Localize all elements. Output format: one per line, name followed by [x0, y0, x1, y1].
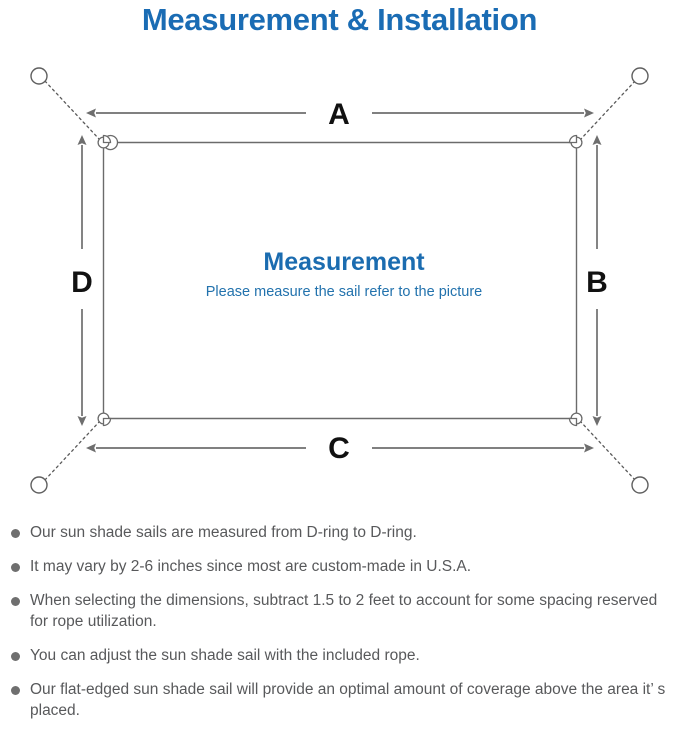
dimension-label-c: C: [328, 432, 350, 465]
note-text: Our flat-edged sun shade sail will provi…: [30, 681, 666, 719]
bullet-icon: [11, 652, 20, 661]
note-text: It may vary by 2-6 inches since most are…: [30, 558, 472, 575]
dimension-label-a: A: [328, 98, 350, 131]
note-text: Our sun shade sails are measured from D-…: [30, 524, 417, 541]
note-item: When selecting the dimensions, subtract …: [0, 590, 679, 632]
notes-list: Our sun shade sails are measured from D-…: [0, 522, 679, 734]
note-text: You can adjust the sun shade sail with t…: [30, 647, 420, 664]
dimension-label-b: B: [586, 266, 608, 299]
sail-body: [102, 141, 578, 420]
anchor-top-left: [30, 67, 48, 85]
rope-line-bottom-left: [43, 420, 101, 482]
note-text: When selecting the dimensions, subtract …: [30, 592, 658, 630]
note-item: You can adjust the sun shade sail with t…: [0, 645, 679, 666]
d-ring-lug-top-left: [102, 134, 112, 144]
d-ring-lug-top-right: [568, 134, 578, 144]
measurement-diagram: A C D B Measurement Please measure the s…: [30, 67, 649, 494]
rope-line-top-right: [579, 79, 637, 141]
note-item: Our flat-edged sun shade sail will provi…: [0, 679, 679, 721]
page-title: Measurement & Installation: [141, 2, 538, 37]
dimension-label-d: D: [71, 266, 93, 299]
anchor-bottom-left: [30, 476, 48, 494]
note-item: It may vary by 2-6 inches since most are…: [0, 556, 679, 577]
bullet-icon: [11, 597, 20, 606]
d-ring-lug-bottom-right: [568, 417, 578, 427]
rope-line-bottom-right: [579, 420, 637, 482]
anchor-top-right: [631, 67, 649, 85]
rope-line-top-left: [43, 79, 101, 141]
bullet-icon: [11, 563, 20, 572]
bullet-icon: [11, 686, 20, 695]
measurement-heading: Measurement: [263, 248, 425, 276]
anchor-bottom-right: [631, 476, 649, 494]
measurement-subtext: Please measure the sail refer to the pic…: [206, 284, 482, 300]
d-ring-lug-bottom-left: [102, 417, 112, 427]
note-item: Our sun shade sails are measured from D-…: [0, 522, 679, 543]
bullet-icon: [11, 529, 20, 538]
